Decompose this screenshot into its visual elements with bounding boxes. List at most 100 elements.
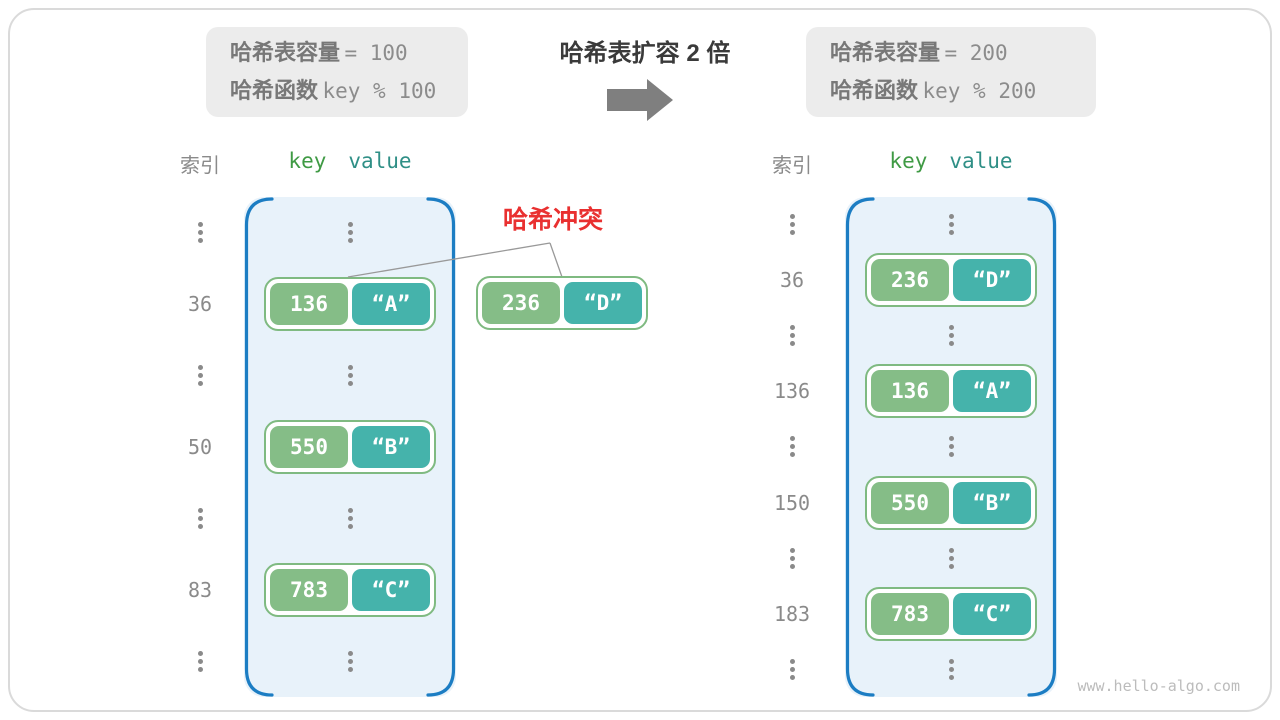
pair-value: “B”: [953, 481, 1031, 524]
index-label: 83: [158, 563, 242, 617]
capacity-label: 哈希表容量: [830, 40, 941, 65]
ellipsis-dots: [158, 365, 242, 387]
key-header: key: [288, 149, 327, 173]
hash-fn-value: key % 100: [322, 79, 437, 103]
index-value: 136: [773, 379, 811, 404]
kv-pair: 136“A”: [865, 364, 1037, 419]
ellipsis-dots: [845, 436, 1057, 458]
kv-pair: 783“C”: [264, 562, 436, 617]
ellipsis-dots: [750, 325, 834, 347]
index-value: 36: [779, 268, 805, 293]
pair-value: “D”: [564, 282, 642, 324]
vertical-ellipsis-icon: [948, 555, 954, 561]
index-value: 150: [773, 490, 811, 515]
left-index-header: 索引: [180, 155, 220, 177]
table-row: 550“B”: [845, 475, 1057, 530]
vertical-ellipsis-icon: [789, 666, 795, 672]
ellipsis-dots: [244, 222, 456, 244]
index-label: 36: [750, 253, 834, 307]
index-value: 50: [187, 434, 213, 459]
ellipsis-dots: [750, 436, 834, 458]
capacity-value: = 100: [344, 41, 408, 65]
vertical-ellipsis-icon: [789, 444, 795, 450]
collision-pair-holder: 236“D”: [476, 276, 648, 330]
vertical-ellipsis-icon: [347, 658, 353, 664]
hash-fn-value: key % 200: [922, 79, 1037, 103]
ellipsis-dots: [244, 650, 456, 672]
right-index-column: 36 136 150 183: [750, 197, 834, 697]
ellipsis-dots: [750, 547, 834, 569]
ellipsis-dots: [158, 222, 242, 244]
right-hash-table: 236“D” 136“A” 550“B” 783“C”: [845, 197, 1057, 697]
capacity-value: = 200: [944, 41, 1008, 65]
pair-key: 550: [270, 425, 348, 468]
ellipsis-dots: [845, 214, 1057, 236]
ellipsis-dots: [750, 214, 834, 236]
hash-fn-label: 哈希函数: [830, 78, 919, 103]
ellipsis-dots: [845, 547, 1057, 569]
pair-value: “B”: [352, 425, 430, 468]
vertical-ellipsis-icon: [948, 333, 954, 339]
vertical-ellipsis-icon: [789, 222, 795, 228]
left-index-column: 36 50 83: [158, 197, 242, 697]
value-header: value: [949, 149, 1013, 173]
index-label: 36: [158, 277, 242, 331]
ellipsis-dots: [244, 507, 456, 529]
value-header: value: [348, 149, 412, 173]
collision-label: 哈希冲突: [502, 206, 603, 234]
index-value: 83: [187, 577, 213, 602]
ellipsis-dots: [750, 658, 834, 680]
pair-value: “D”: [953, 259, 1031, 302]
index-label: 183: [750, 587, 834, 641]
vertical-ellipsis-icon: [948, 222, 954, 228]
table-row: 783“C”: [244, 562, 456, 617]
table-row: 783“C”: [845, 586, 1057, 641]
vertical-ellipsis-icon: [197, 515, 203, 521]
capacity-line: 哈希表容量 = 100: [230, 34, 468, 72]
pair-value: “A”: [953, 370, 1031, 413]
pair-value: “C”: [953, 592, 1031, 635]
hash-fn-line: 哈希函数 key % 100: [230, 72, 468, 110]
table-row: 136“A”: [845, 364, 1057, 419]
vertical-ellipsis-icon: [948, 444, 954, 450]
capacity-line: 哈希表容量 = 200: [830, 34, 1096, 72]
left-kv-header: key value: [244, 149, 456, 173]
pair-key: 550: [871, 481, 949, 524]
kv-pair: 550“B”: [865, 475, 1037, 530]
watermark: www.hello-algo.com: [1077, 677, 1240, 695]
table-row: 236“D”: [845, 253, 1057, 308]
pair-key: 783: [871, 592, 949, 635]
index-value: 36: [187, 292, 213, 317]
expand-title: 哈希表扩容 2 倍: [559, 40, 731, 67]
left-capacity-box: 哈希表容量 = 100 哈希函数 key % 100: [206, 27, 468, 117]
ellipsis-dots: [845, 325, 1057, 347]
vertical-ellipsis-icon: [789, 555, 795, 561]
vertical-ellipsis-icon: [197, 373, 203, 379]
pair-key: 136: [871, 370, 949, 413]
capacity-label: 哈希表容量: [230, 40, 341, 65]
kv-pair: 783“C”: [865, 586, 1037, 641]
ellipsis-dots: [244, 365, 456, 387]
hash-fn-label: 哈希函数: [230, 78, 319, 103]
vertical-ellipsis-icon: [197, 658, 203, 664]
index-label: 150: [750, 476, 834, 530]
table-bracket-border: [244, 197, 456, 697]
table-bracket-border: [845, 197, 1057, 697]
vertical-ellipsis-icon: [197, 230, 203, 236]
pair-key: 236: [482, 282, 560, 324]
right-rows: 236“D” 136“A” 550“B” 783“C”: [845, 197, 1057, 697]
right-arrow-icon: [607, 77, 673, 123]
left-hash-table: 136“A”550“B”783“C”: [244, 197, 456, 697]
vertical-ellipsis-icon: [347, 373, 353, 379]
right-kv-header: key value: [845, 149, 1057, 173]
ellipsis-dots: [845, 658, 1057, 680]
pair-key: 783: [270, 568, 348, 611]
ellipsis-dots: [158, 507, 242, 529]
kv-pair: 550“B”: [264, 419, 436, 474]
frame-border: [8, 8, 1272, 712]
index-label: 136: [750, 364, 834, 418]
right-index-header: 索引: [772, 155, 812, 177]
key-header: key: [889, 149, 928, 173]
vertical-ellipsis-icon: [347, 230, 353, 236]
ellipsis-dots: [158, 650, 242, 672]
